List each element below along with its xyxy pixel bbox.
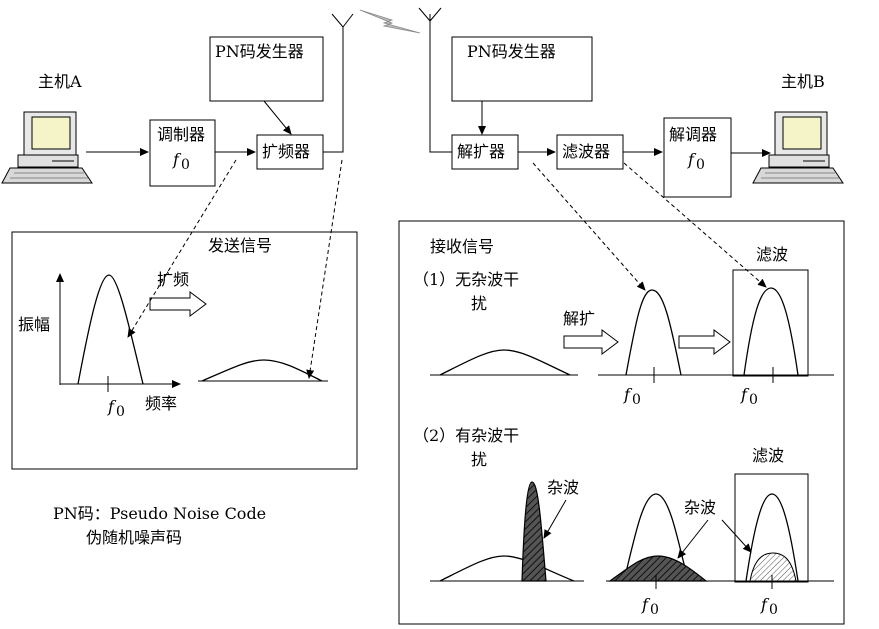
computer-b-icon bbox=[753, 112, 843, 183]
tx-amplitude-label: 振幅 bbox=[18, 315, 50, 334]
host-b-label: 主机B bbox=[781, 72, 825, 91]
tx-signal-panel bbox=[12, 232, 357, 469]
case1-f0-subscript: 0 bbox=[632, 392, 641, 408]
case2-title-line2: 扰 bbox=[471, 450, 487, 469]
tx-f0-subscript: 0 bbox=[116, 404, 125, 420]
host-a-label: 主机A bbox=[38, 72, 82, 91]
case1-filtered-f0-subscript: 0 bbox=[749, 392, 758, 408]
pn-generator-rx-label: PN码发生器 bbox=[467, 42, 556, 61]
tx-frequency-label: 频率 bbox=[145, 394, 177, 413]
case1-filter-label: 滤波 bbox=[756, 245, 788, 264]
modulator-label: 调制器 bbox=[157, 125, 205, 144]
case1-despread-label: 解扩 bbox=[563, 309, 595, 328]
lightning-icon bbox=[360, 10, 420, 33]
case2-clutter-label-1: 杂波 bbox=[547, 478, 579, 497]
case2-clutter-label-2: 杂波 bbox=[684, 498, 716, 517]
case1-title-line2: 扰 bbox=[471, 294, 487, 313]
pn-note-line1: PN码：Pseudo Noise Code bbox=[53, 504, 266, 523]
rx-panel-title: 接收信号 bbox=[430, 237, 494, 256]
case1-title-line1: （1）无杂波干 bbox=[413, 270, 519, 289]
spread-label: 扩频 bbox=[157, 270, 189, 289]
case2-title-line1: （2）有杂波干 bbox=[413, 426, 519, 445]
demodulator-label: 解调器 bbox=[669, 125, 717, 144]
computer-a-icon bbox=[2, 112, 92, 183]
pn-generator-tx-label: PN码发生器 bbox=[215, 42, 304, 61]
case2-filtered-f0-subscript: 0 bbox=[769, 602, 778, 618]
filter-label: 滤波器 bbox=[562, 142, 610, 161]
rx-antenna-icon bbox=[419, 8, 452, 152]
modulator-f-subscript: 0 bbox=[181, 157, 190, 173]
case2-f0-subscript: 0 bbox=[650, 602, 659, 618]
tx-antenna-icon bbox=[323, 14, 353, 152]
tx-panel-title: 发送信号 bbox=[208, 236, 272, 255]
demodulator-f-subscript: 0 bbox=[696, 157, 705, 173]
spreader-label: 扩频器 bbox=[262, 142, 310, 161]
pn-note-line2: 伪随机噪声码 bbox=[86, 528, 182, 547]
case2-filter-label: 滤波 bbox=[752, 446, 784, 465]
despreader-label: 解扩器 bbox=[457, 142, 505, 161]
